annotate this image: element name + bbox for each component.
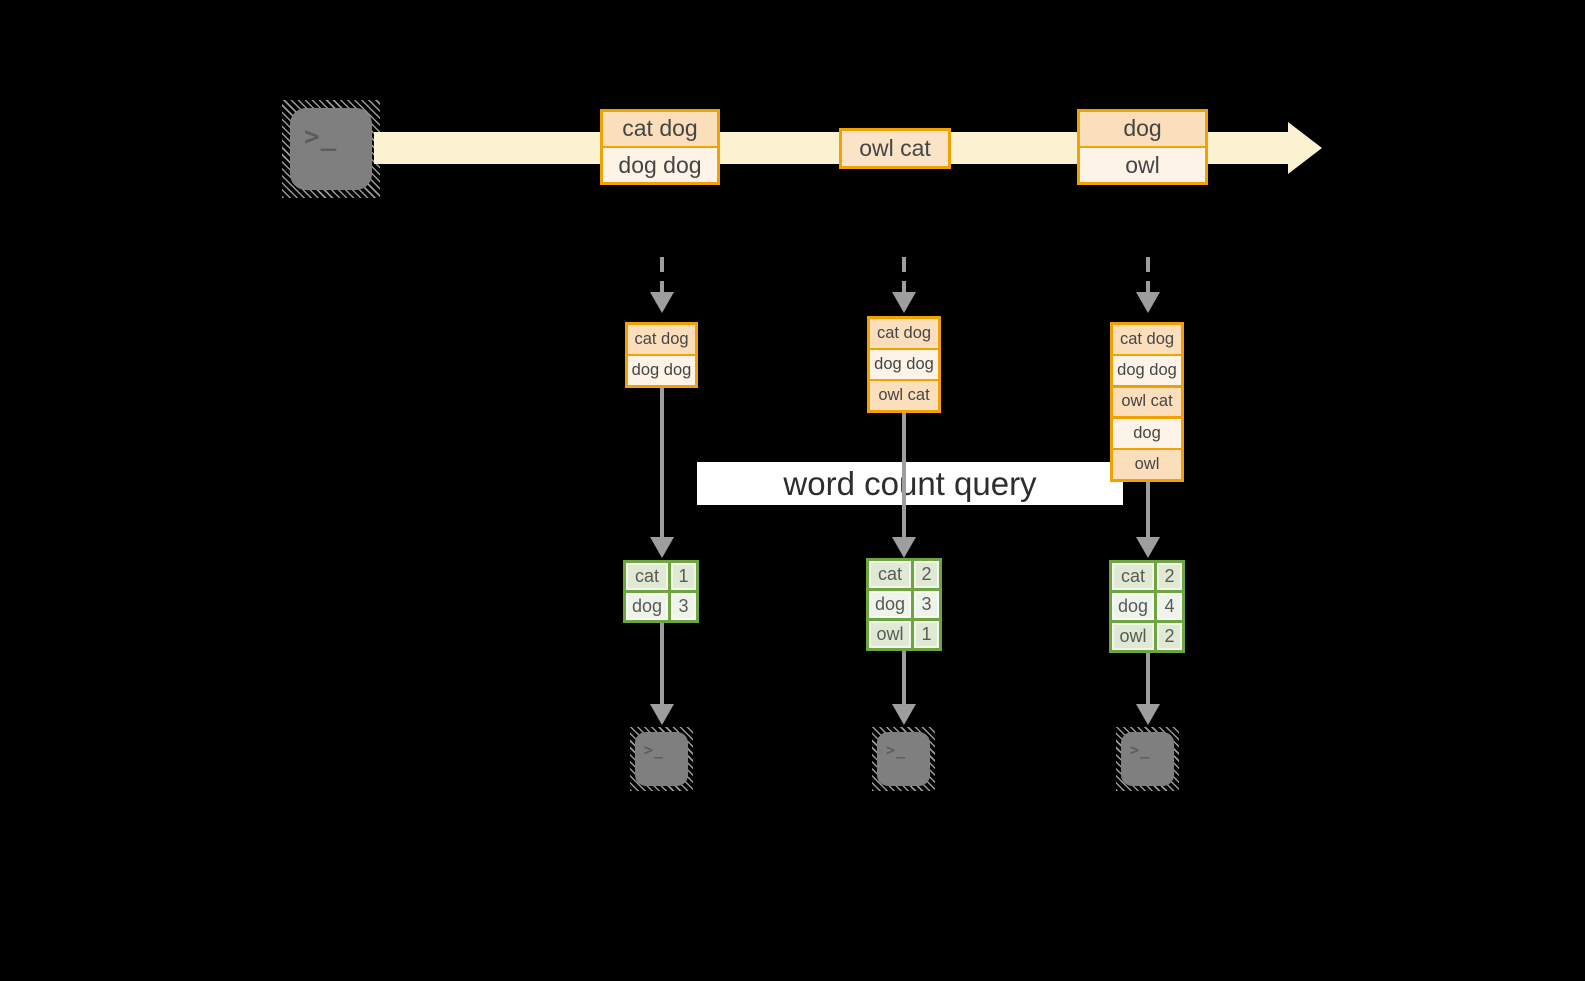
query-arrow-head-3-icon	[1135, 537, 1160, 558]
state-line: owl cat	[1113, 387, 1181, 417]
query-label-band: word count query	[697, 462, 1123, 505]
event-line: owl	[1080, 148, 1205, 182]
state-box-1: cat dog dog dog	[625, 322, 698, 388]
count-value: 2	[1157, 623, 1182, 650]
event-line: cat dog	[603, 112, 717, 146]
count-word: cat	[869, 561, 912, 588]
terminal-prompt-glyph: >_	[644, 741, 665, 759]
state-line: dog dog	[870, 350, 938, 379]
event-line: dog	[1080, 112, 1205, 146]
count-word: cat	[626, 563, 669, 590]
count-word: owl	[1112, 623, 1155, 650]
terminal-prompt-glyph: >_	[886, 741, 907, 759]
count-word: dog	[1112, 593, 1155, 620]
state-line: cat dog	[870, 319, 938, 348]
count-word: owl	[869, 621, 912, 648]
event-line: owl cat	[842, 131, 948, 166]
state-line: dog dog	[1113, 356, 1181, 386]
count-word: cat	[1112, 563, 1155, 590]
query-arrow-line-2	[902, 411, 906, 537]
count-value: 2	[914, 561, 939, 588]
state-box-3: cat dog dog dog owl cat dog owl	[1110, 322, 1184, 482]
output-terminal-3-icon: >_	[1116, 727, 1179, 791]
query-arrow-line-1	[659, 386, 664, 537]
dashed-arrow-head-2-icon	[892, 292, 916, 313]
stream-event-box-1: cat dog dog dog	[600, 109, 720, 185]
state-box-2: cat dog dog dog owl cat	[867, 316, 941, 413]
state-line: owl	[1113, 450, 1181, 479]
output-arrow-head-1-icon	[649, 704, 674, 725]
output-arrow-line-1	[659, 623, 664, 704]
stream-event-box-3: dog owl	[1077, 109, 1208, 185]
count-word: dog	[626, 593, 669, 620]
count-table-3: cat 2 dog 4 owl 2	[1109, 560, 1185, 653]
dashed-arrow-head-1-icon	[649, 292, 674, 313]
state-line: dog dog	[628, 356, 695, 385]
dashed-arrow-head-3-icon	[1135, 292, 1160, 313]
output-arrow-line-2	[902, 651, 906, 704]
state-line: owl cat	[870, 381, 938, 411]
count-value: 1	[671, 563, 696, 590]
output-terminal-2-icon: >_	[872, 727, 935, 791]
count-value: 1	[914, 621, 939, 648]
query-arrow-line-3	[1145, 480, 1150, 537]
output-arrow-line-3	[1145, 652, 1150, 704]
dashed-arrow-line-2	[902, 257, 906, 292]
output-arrow-head-2-icon	[892, 704, 916, 725]
count-value: 3	[914, 591, 939, 618]
stream-arrow-head-icon	[1288, 122, 1322, 174]
state-line: dog	[1113, 418, 1181, 448]
count-table-2: cat 2 dog 3 owl 1	[866, 558, 942, 651]
count-value: 4	[1157, 593, 1182, 620]
dashed-arrow-line-1	[659, 257, 664, 292]
output-terminal-1-icon: >_	[630, 727, 693, 791]
output-arrow-head-3-icon	[1135, 704, 1160, 725]
state-line: cat dog	[628, 325, 695, 354]
count-table-1: cat 1 dog 3	[623, 560, 699, 623]
source-terminal-icon: >_	[282, 100, 380, 198]
terminal-prompt-glyph: >_	[304, 122, 338, 152]
event-line: dog dog	[603, 148, 717, 182]
state-line: cat dog	[1113, 325, 1181, 354]
count-value: 2	[1157, 563, 1182, 590]
stream-event-box-2: owl cat	[839, 128, 951, 169]
query-arrow-head-2-icon	[892, 537, 916, 558]
dashed-arrow-line-3	[1145, 257, 1150, 292]
terminal-prompt-glyph: >_	[1130, 741, 1151, 759]
count-word: dog	[869, 591, 912, 618]
query-arrow-head-1-icon	[649, 537, 674, 558]
count-value: 3	[671, 593, 696, 620]
query-label: word count query	[783, 464, 1037, 502]
